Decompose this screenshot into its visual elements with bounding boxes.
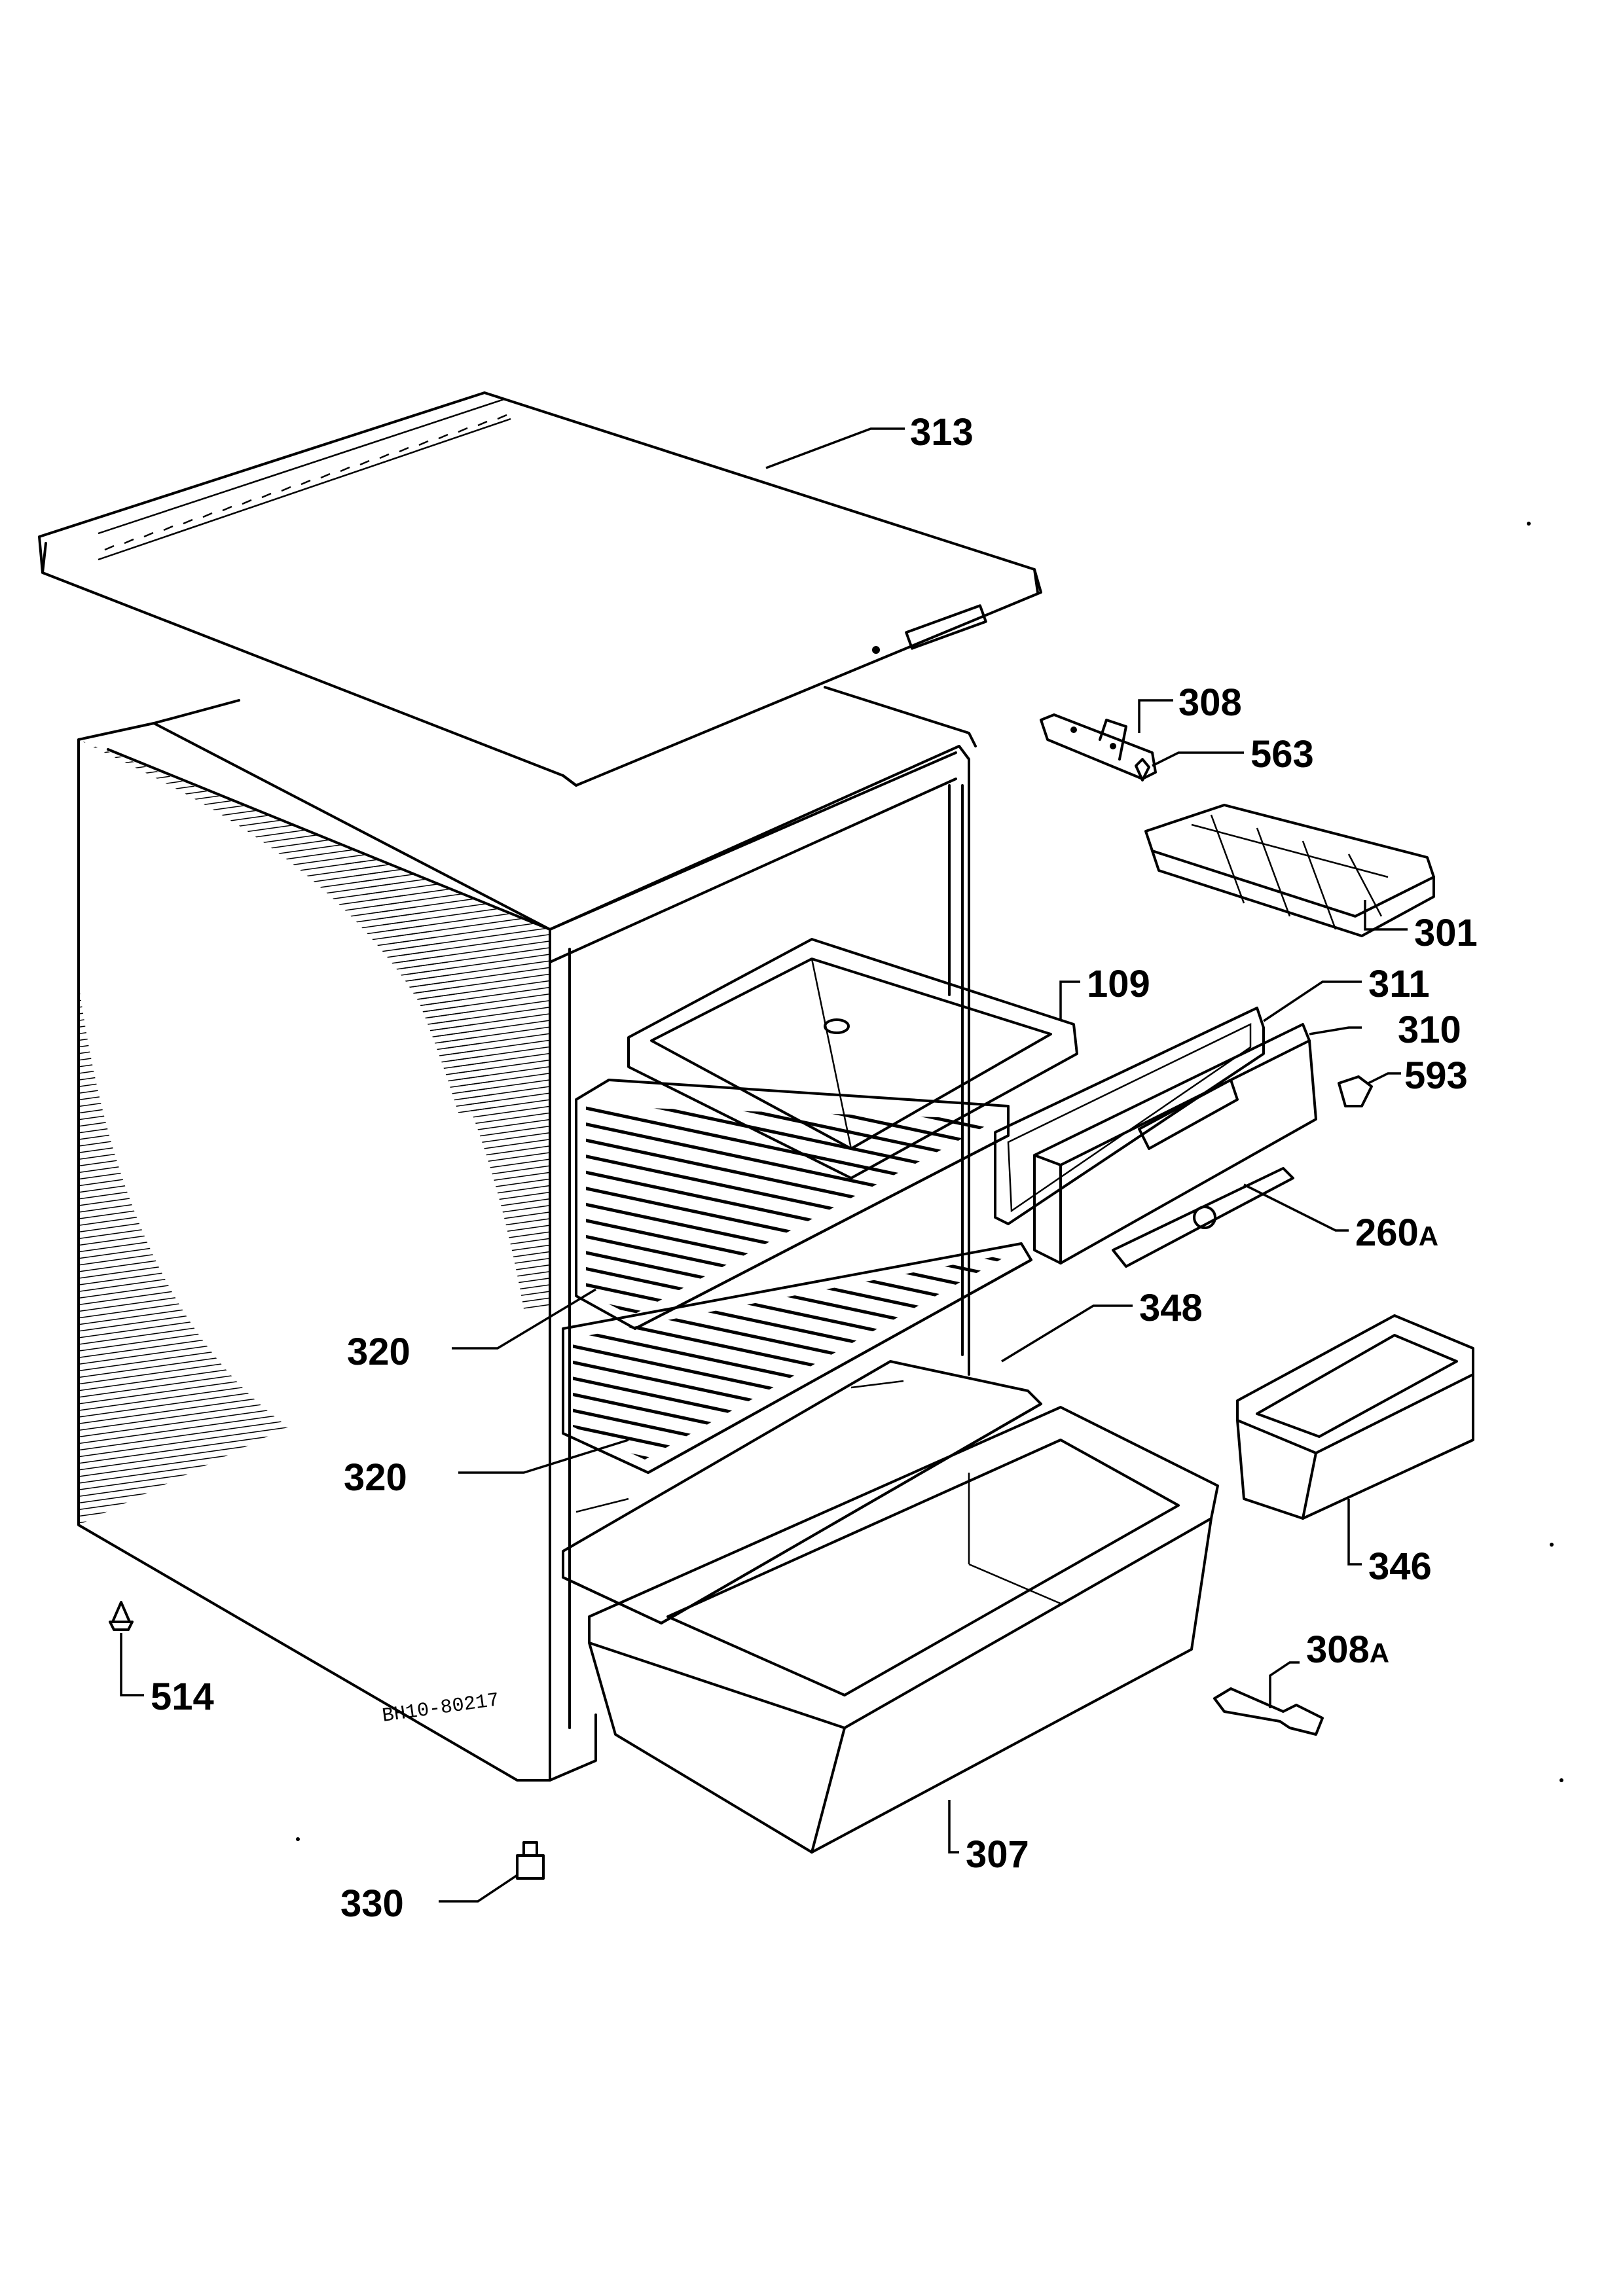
foot-330	[516, 1841, 545, 1880]
label-311: 311	[1368, 963, 1430, 1005]
hinge-308	[1040, 713, 1157, 780]
label-313: 313	[910, 411, 974, 454]
wire-shelf-upper-320	[575, 1079, 1010, 1330]
ice-cube-tray-301	[1144, 804, 1435, 937]
label-109: 109	[1087, 963, 1150, 1005]
label-348: 348	[1139, 1287, 1203, 1329]
label-320-lower: 320	[344, 1456, 407, 1499]
label-514: 514	[151, 1676, 214, 1718]
label-308a: 308A	[1306, 1628, 1389, 1671]
label-563: 563	[1250, 733, 1314, 776]
scan-specks	[296, 522, 1563, 1841]
part-labels: 313 308 563 301 109 311 310 593 260A 348…	[151, 411, 1478, 1925]
knob-593	[1338, 1075, 1373, 1107]
wire-shelf-lower-320	[562, 1242, 1032, 1474]
crisper-drawer-307	[588, 1406, 1219, 1854]
label-307: 307	[966, 1833, 1029, 1876]
door-bin-346	[1236, 1314, 1474, 1520]
evaporator-door-310	[1033, 1023, 1317, 1265]
label-593: 593	[1404, 1054, 1468, 1097]
leader-lines	[120, 427, 1408, 1903]
hinge-308a	[1213, 1687, 1324, 1736]
glass-shelf-348	[562, 1360, 1042, 1624]
serial-stamp: BH10-80217	[381, 1689, 501, 1728]
label-260a: 260A	[1355, 1211, 1438, 1254]
label-301: 301	[1414, 912, 1478, 954]
label-346: 346	[1368, 1545, 1432, 1588]
cover-vent-slots	[104, 414, 507, 551]
screw-563	[1135, 758, 1150, 781]
label-330: 330	[340, 1882, 404, 1925]
drip-tray-109	[627, 938, 1078, 1179]
drip-plate-260a	[1112, 1167, 1294, 1268]
top-cover-313	[38, 391, 1042, 787]
foot-514	[109, 1601, 134, 1631]
label-308: 308	[1178, 681, 1242, 724]
label-320-upper: 320	[347, 1331, 410, 1373]
evaporator-door-frame-311	[994, 1007, 1265, 1225]
cabinet-body: BH10-80217	[77, 686, 977, 1782]
label-310: 310	[1398, 1009, 1461, 1051]
